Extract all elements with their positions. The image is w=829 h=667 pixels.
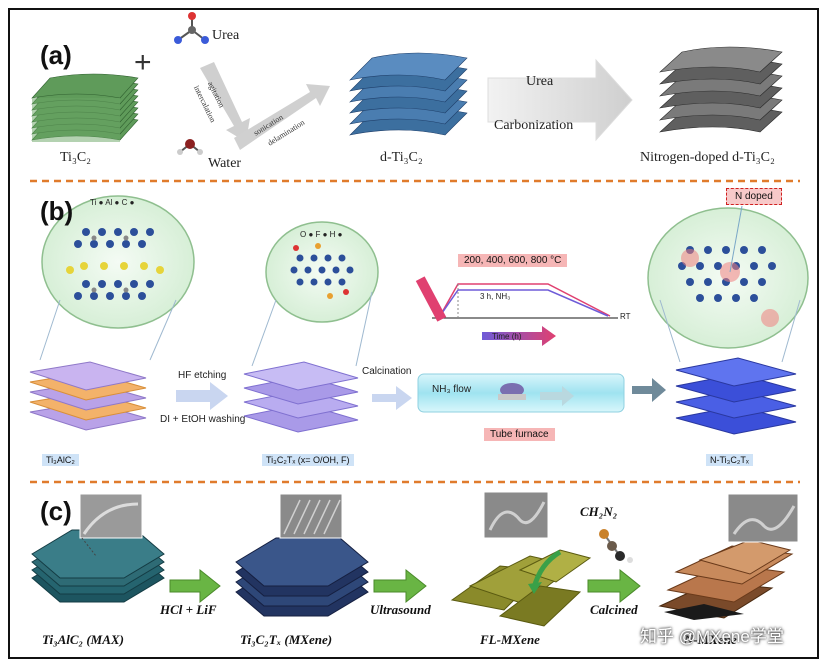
arrow-hf-etching: [176, 382, 228, 410]
hold-label: 3 h, NH₃: [480, 292, 511, 301]
mxene-label: Ti₃C₂Tₓ (MXene): [240, 632, 333, 647]
water-molecule-icon: [177, 139, 203, 155]
plus-sign: +: [134, 46, 152, 79]
ti3c2tx-tag: Ti₃C₂Tₓ (x= O/OH, F): [262, 454, 354, 466]
fl-mxene-label: FL-MXene: [480, 632, 540, 647]
ti3c2-stack: [31, 73, 139, 142]
arrow-calcined: [587, 568, 641, 604]
panel-b-label: (b): [40, 196, 74, 226]
panel-c-label: (c): [40, 496, 72, 526]
urea-arrow-label: Urea: [526, 74, 554, 89]
hcl-lif-label: HCl + LiF: [160, 602, 217, 617]
d-ti3c2-label: d-Ti₃C₂: [380, 150, 423, 165]
fl-mxene-flakes: [450, 491, 592, 627]
n-doped-stack: [659, 46, 783, 133]
temperatures-tag: 200, 400, 600, 800 °C: [458, 254, 568, 267]
tube-furnace-tag: Tube furnace: [484, 428, 555, 441]
n-mxene-flakes: [658, 493, 799, 620]
rt-label: RT: [620, 312, 631, 321]
n-doped-d-ti3c2-label: Nitrogen-doped d-Ti₃C₂: [640, 150, 775, 165]
max-atom-legend: Ti ● Al ● C ●: [90, 198, 135, 207]
n-doped-crystal-view: [647, 205, 809, 363]
n-ti3c2tx-layers: [675, 357, 797, 435]
calcined-label: Calcined: [590, 602, 638, 617]
arrow-carbonization: [487, 58, 633, 142]
watermark: 知乎 @MXene学堂: [640, 627, 784, 646]
panel-a-label: (a): [40, 40, 72, 70]
calcination-label: Calcination: [362, 366, 412, 377]
arrow-calcination: [372, 386, 412, 410]
max-crystal-view: [39, 195, 195, 361]
ti3alc2-layers: [29, 361, 147, 431]
n-doped-tag: N doped: [726, 188, 782, 205]
ultrasound-label: Ultrasound: [370, 602, 431, 617]
hf-etching-label: HF etching: [178, 370, 227, 381]
arrow-agitation: [200, 62, 250, 142]
nh3-flow-label: NH₃ flow: [432, 384, 472, 395]
ti3alc2-tag: Ti₃AlC₂: [42, 454, 79, 466]
arrow-sonication: [234, 84, 330, 150]
ch2n2-label: CH₂N₂: [580, 504, 618, 519]
max-stack: [31, 493, 165, 603]
max-label: Ti₃AlC₂ (MAX): [42, 632, 124, 647]
heating-profile: [415, 276, 618, 346]
carbonization-label: Carbonization: [494, 118, 574, 133]
tube-furnace-icon: [417, 373, 625, 413]
urea-molecule-icon: [174, 12, 209, 44]
ch2n2-molecule-icon: [599, 529, 633, 563]
urea-label-top: Urea: [212, 28, 240, 43]
ti3c2-label: Ti₃C₂: [60, 150, 92, 165]
ti3c2tx-layers: [243, 361, 359, 433]
n-mxene-label: N-MXene: [684, 632, 737, 647]
washing-label: DI + EtOH washing: [160, 414, 246, 425]
arrow-hcl-lif: [169, 568, 221, 604]
d-ti3c2-stack: [349, 52, 468, 136]
mxene-stack: [235, 493, 369, 617]
water-label: Water: [208, 156, 242, 171]
mxene-crystal-view: [251, 221, 379, 367]
mxene-atom-legend: O ● F ● H ●: [300, 230, 343, 239]
time-axis-label: Time (h): [492, 332, 522, 341]
arrow-ultrasound: [373, 568, 427, 604]
n-ti3c2tx-tag: N-Ti₃C₂Tₓ: [706, 454, 753, 466]
arrow-to-n-mxene: [632, 378, 666, 402]
